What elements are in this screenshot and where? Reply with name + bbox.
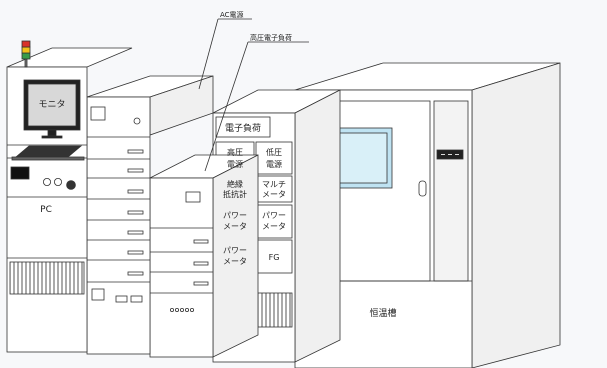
ac-power-callout: AC電源: [220, 10, 244, 19]
electronic-load-label: 電子負荷: [225, 122, 261, 134]
signal-light-yellow: [21, 46, 31, 54]
chamber-side: [471, 62, 561, 368]
chamber-control-panel: [433, 100, 469, 282]
power-meter-b-panel: [255, 204, 293, 239]
lv-power-label-2: 電源: [266, 160, 282, 169]
pc-drive-bay: [10, 166, 30, 180]
pc-rack-vent: [9, 261, 85, 295]
chamber-door-handle: [418, 180, 427, 197]
lv-power-label-1: 低圧: [266, 147, 282, 157]
power-meter-c-label-1: パワー: [223, 246, 247, 255]
lv-power-panel: [255, 141, 293, 175]
pc-front-knob-a: [43, 177, 52, 186]
power-meter-b-label-2: メータ: [262, 222, 286, 231]
hv-load-connectors: [169, 307, 194, 312]
monitor-screen: [27, 83, 77, 127]
signal-tower: [21, 40, 31, 68]
load-rack-side: [294, 89, 341, 363]
multimeter-label-2: メータ: [262, 190, 286, 199]
power-meter-a-label-2: メータ: [223, 222, 247, 231]
pc-rack: [6, 40, 133, 353]
ac-rack-port-large: [91, 288, 105, 301]
ac-rack-port-b: [130, 295, 143, 303]
hv-power-label-2: 電源: [227, 160, 243, 169]
power-meter-b-label-1: パワー: [262, 211, 286, 220]
ac-rack-display: [90, 106, 106, 121]
signal-light-green: [21, 52, 31, 60]
hv-load-unit: [149, 154, 259, 358]
multimeter-label-1: マルチ: [262, 180, 286, 189]
pc-front-knob-b: [54, 177, 63, 186]
pc-power-button: [66, 180, 76, 190]
ac-power-leader: [198, 18, 219, 90]
hv-load-callout: 高圧電子負荷: [250, 33, 292, 42]
fg-label: FG: [269, 253, 280, 262]
pc-label: PC: [40, 205, 52, 215]
chamber-window-inner: [334, 132, 388, 184]
monitor-stand: [47, 129, 57, 137]
electronic-load-panel: [215, 116, 271, 138]
monitor-label: モニタ: [38, 99, 65, 110]
hv-power-label-1: 高圧: [227, 147, 243, 157]
power-meter-a-label-1: パワー: [223, 211, 247, 220]
fg-panel: [255, 239, 293, 274]
power-meter-c-label-2: メータ: [223, 257, 247, 266]
multimeter-panel: [255, 175, 293, 203]
ac-rack-port-a: [115, 295, 128, 303]
monitor: [23, 79, 81, 139]
insulation-label-2: 抵抗計: [223, 189, 247, 199]
ac-rack-front: [86, 96, 151, 355]
monitor-base: [41, 135, 63, 139]
keyboard-tray: [11, 156, 85, 161]
ac-rack-power-button: [133, 117, 141, 125]
thermal-chamber-label: 恒温槽: [369, 307, 396, 319]
signal-light-red: [21, 40, 31, 48]
hv-load-display: [185, 191, 201, 203]
ac-power-rack: [86, 75, 214, 355]
insulation-label-1: 絶縁: [227, 179, 243, 189]
hv-load-front: [149, 177, 214, 358]
hv-load-leader: [204, 41, 249, 172]
